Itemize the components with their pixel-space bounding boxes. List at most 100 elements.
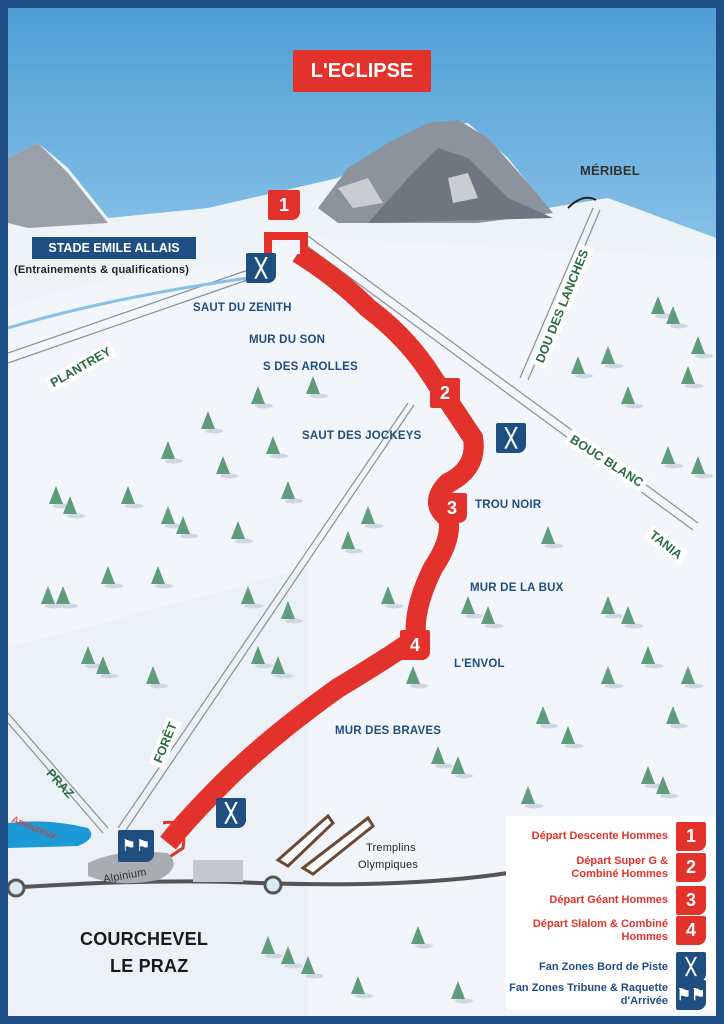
legend-label: Départ Slalom & Combiné Hommes — [532, 917, 668, 943]
fan-zone-piste: ╳ — [246, 253, 276, 283]
start-marker-4: 4 — [400, 630, 430, 660]
tree-shadow — [665, 463, 683, 469]
crossed-skis-icon: ╳ — [225, 802, 237, 823]
ski-jumps — [275, 813, 375, 876]
tree-shadow — [165, 523, 183, 529]
tree — [621, 606, 635, 624]
tree-shadow — [685, 383, 703, 389]
tree-shadow — [235, 538, 253, 544]
tree — [161, 506, 175, 524]
tree-shadow — [255, 403, 273, 409]
legend-label: Départ Descente Hommes — [531, 830, 668, 842]
roundabout — [8, 878, 26, 898]
meribel-label: MÉRIBEL — [580, 163, 640, 178]
town-name-1: COURCHEVEL — [80, 929, 209, 949]
tree-shadow — [85, 663, 103, 669]
tree — [601, 346, 615, 364]
meribel-arrow — [567, 196, 597, 209]
tree — [351, 976, 365, 994]
map-title: L'ECLIPSE — [293, 50, 431, 92]
legend-start-marker: 1 — [676, 822, 706, 851]
fan-zone-piste: ╳ — [496, 423, 526, 453]
tree — [691, 336, 705, 354]
section-mur-du-son: MUR DU SON — [249, 334, 326, 346]
tree — [241, 586, 255, 604]
tree-shadow — [660, 793, 678, 799]
tree — [261, 936, 275, 954]
tree — [341, 531, 355, 549]
tree — [251, 646, 265, 664]
tree — [411, 926, 425, 944]
tree — [451, 981, 465, 999]
tree-shadow — [415, 943, 433, 949]
tremplins-label-2: Olympiques — [358, 859, 419, 871]
stadium-subtitle: (Entrainements & qualifications) — [14, 264, 190, 276]
tree — [521, 786, 535, 804]
building — [193, 860, 243, 882]
tree-shadow — [575, 373, 593, 379]
tree-shadow — [60, 603, 78, 609]
finish-arrow — [162, 820, 186, 860]
legend-item: Départ Slalom & Combiné Hommes 4 — [528, 916, 706, 945]
tree-shadow — [655, 313, 673, 319]
tree-shadow — [155, 583, 173, 589]
road — [8, 868, 716, 890]
tree-shadow — [455, 773, 473, 779]
tree — [281, 481, 295, 499]
tree — [96, 656, 110, 674]
tree-shadow — [245, 603, 263, 609]
tremplins-label-1: Tremplins — [366, 842, 416, 854]
cheering-crowd-icon: ⚑⚑ — [121, 838, 151, 855]
tree — [216, 456, 230, 474]
tree-shadow — [205, 428, 223, 434]
tree — [681, 666, 695, 684]
legend-start-marker: 4 — [676, 916, 706, 945]
tree-shadow — [670, 723, 688, 729]
tree — [41, 586, 55, 604]
tree-shadow — [105, 583, 123, 589]
tree — [536, 706, 550, 724]
tree-shadow — [355, 993, 373, 999]
tree-shadow — [365, 523, 383, 529]
tree — [601, 666, 615, 684]
tree — [571, 356, 585, 374]
legend-label: Départ Super G & Combiné Hommes — [571, 854, 668, 880]
tree-shadow — [455, 998, 473, 1004]
tree — [176, 516, 190, 534]
legend-item: Départ Descente Hommes 1 — [532, 822, 706, 851]
tree-shadow — [345, 548, 363, 554]
tree — [201, 411, 215, 429]
tree-shadow — [465, 613, 483, 619]
tree — [121, 486, 135, 504]
tree-shadow — [285, 963, 303, 969]
tree-shadow — [180, 533, 198, 539]
tree — [451, 756, 465, 774]
tree-shadow — [305, 973, 323, 979]
tree — [481, 606, 495, 624]
tree-shadow — [255, 663, 273, 669]
ski-course-map: L'ECLIPSE 1 2 3 4 STADE EMILE ALLAIS (En… — [8, 8, 716, 1016]
section-saut-des-jockeys: SAUT DES JOCKEYS — [302, 430, 422, 442]
tree — [431, 746, 445, 764]
tree-shadow — [165, 458, 183, 464]
tree-shadow — [410, 683, 428, 689]
tree-shadow — [645, 783, 663, 789]
legend-label: Fan Zones Tribune & Raquette d'Arrivée — [509, 982, 668, 1007]
crossed-skis-icon: ╳ — [505, 427, 517, 448]
tree-shadow — [45, 603, 63, 609]
roundabout — [263, 875, 283, 895]
tree — [621, 386, 635, 404]
tree — [641, 646, 655, 664]
tree — [406, 666, 420, 684]
tree — [251, 386, 265, 404]
fan-zone-piste: ╳ — [216, 798, 246, 828]
tree-shadow — [695, 353, 713, 359]
mountains — [8, 120, 553, 228]
legend-item: Fan Zones Bord de Piste╳ — [539, 952, 706, 982]
tree — [101, 566, 115, 584]
tree — [56, 586, 70, 604]
tree-shadow — [435, 763, 453, 769]
tree — [281, 946, 295, 964]
lake — [8, 821, 92, 848]
